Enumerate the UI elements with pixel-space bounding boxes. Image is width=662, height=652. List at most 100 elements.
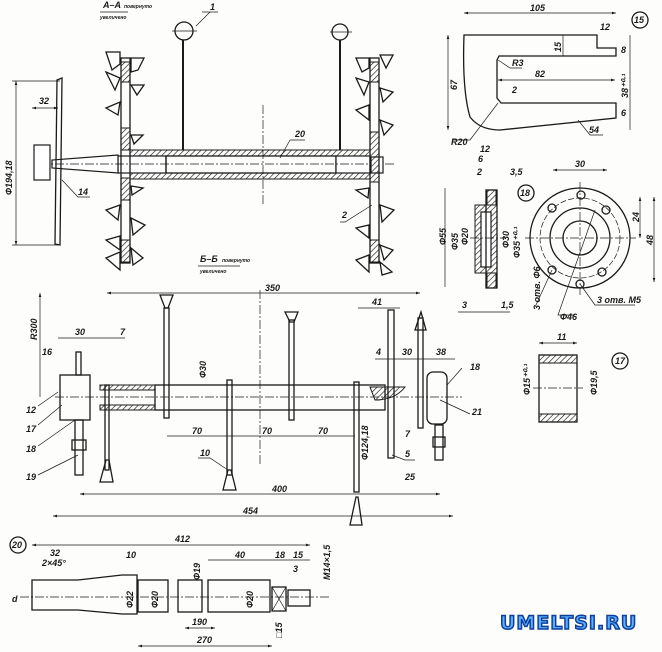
dim-30-right: 30	[402, 347, 412, 357]
dim-24: 24	[631, 212, 641, 223]
dim-12: 12	[600, 22, 610, 32]
drawing-line	[538, 413, 578, 423]
dim-dia-19-5: Ф19,5	[589, 369, 599, 395]
part-17-number: 17	[615, 356, 626, 366]
dim-thread: М14×1,5	[322, 544, 332, 580]
drawing-line	[354, 54, 396, 276]
drawing-line	[120, 239, 131, 263]
section-bb-note2: увеличено	[199, 269, 226, 275]
drawing-line	[353, 381, 360, 493]
dim-32: 32	[39, 96, 49, 106]
section-aa-title: А–А	[102, 0, 121, 10]
drawing-line	[517, 184, 535, 202]
drawing-line	[163, 307, 170, 419]
dim-350: 350	[265, 283, 280, 293]
dim-4: 4	[375, 347, 381, 357]
part-15-number: 15	[634, 15, 645, 25]
dim-2: 2	[511, 85, 517, 95]
callout-10: 10	[200, 448, 210, 458]
callout-17: 17	[26, 424, 37, 434]
drawing-line	[575, 279, 585, 289]
dim-54: 54	[589, 125, 599, 135]
drawing-line	[579, 283, 635, 306]
drawing-line	[222, 469, 237, 491]
dim-18: 18	[275, 550, 285, 560]
dim-7-left: 7	[120, 327, 126, 337]
dim-32: 32	[50, 548, 60, 558]
part-18-number: 18	[520, 188, 530, 198]
cutter-blades	[99, 294, 427, 526]
dim-dia-30: Ф30	[501, 231, 511, 248]
callout-2: 2	[341, 210, 347, 220]
drawing-line	[71, 439, 87, 451]
drawing-line	[159, 294, 174, 309]
drawing-line	[198, 457, 229, 471]
drawing-line	[75, 351, 82, 376]
dim-38: 38	[436, 347, 446, 357]
tube-wall-top	[129, 149, 371, 157]
callout-18-right: 18	[470, 362, 480, 372]
dim-25: 25	[404, 472, 416, 482]
part-15-outline	[462, 34, 617, 131]
dim-48: 48	[645, 235, 655, 246]
pulley	[426, 371, 448, 425]
section-bb-title: Б–Б	[200, 254, 218, 264]
dim-454: 454	[242, 506, 258, 516]
dim-dia-20: Ф20	[460, 228, 470, 245]
dim-dia-124: Ф124,18	[360, 425, 370, 460]
callout-1: 1	[210, 2, 215, 12]
drawing-line	[137, 579, 169, 613]
callout-18-left: 18	[26, 444, 36, 454]
drawing-line	[439, 399, 471, 415]
callout-14: 14	[78, 187, 88, 197]
drawing-line	[271, 586, 287, 612]
drawing-line	[104, 384, 110, 471]
dim-70-2: 70	[262, 426, 272, 436]
holes-m5-label: 3 отв. М5	[597, 295, 642, 305]
dim-dia-20-a: Ф20	[150, 591, 160, 608]
drawing-line	[535, 269, 553, 306]
dim-38: 38⁺⁰·¹	[620, 74, 630, 98]
top-view: А–А повернуто увеличено	[4, 0, 396, 276]
drawing-line	[279, 139, 305, 159]
drawing-line	[207, 579, 271, 613]
dim-3-5: 3,5	[510, 167, 524, 177]
drawing-line	[104, 51, 147, 272]
handle-ring-right	[330, 23, 352, 150]
dim-40: 40	[234, 550, 245, 560]
dim-15: 15	[293, 550, 304, 560]
part-18-detail: 18 12 6 2 3,5 Ф55 Ф35 Ф20 Ф30 Ф35⁺⁰·¹ 3 …	[438, 144, 656, 322]
main-shaft	[154, 384, 386, 411]
dim-dia-46: Ф46	[560, 312, 578, 322]
callout-16: 16	[42, 347, 53, 357]
dim-12: 12	[480, 144, 490, 154]
drawing-line	[120, 57, 131, 264]
dim-dia-20-b: Ф20	[245, 591, 255, 608]
drawing-line	[369, 61, 380, 83]
dim-41: 41	[371, 297, 382, 307]
part-20-detail: 20 412 32 2×45° 10 40 18 15 3 М14×1,5 d …	[9, 534, 332, 648]
drawing-line	[61, 179, 90, 198]
drawing-line	[547, 203, 557, 213]
dim-190: 190	[192, 617, 207, 627]
drawing-line	[120, 127, 131, 151]
drawing-line	[9, 536, 27, 554]
section-aa-note: повернуто	[124, 4, 152, 10]
drawing-line	[601, 205, 611, 215]
drawing-line	[99, 384, 156, 391]
part-20-number: 20	[11, 540, 22, 550]
dim-dia-22: Ф22	[125, 591, 135, 608]
drawing-line	[288, 319, 295, 421]
dim-10: 10	[126, 550, 136, 560]
drawing-line	[611, 352, 629, 370]
drawing-line	[369, 239, 380, 263]
drawing-line	[631, 11, 649, 29]
drawing-line	[369, 131, 380, 183]
drawing-line	[446, 367, 463, 386]
drawing-line	[434, 424, 444, 461]
dim-r300: R300	[29, 318, 39, 340]
left-wheel-blades	[104, 51, 147, 272]
drawing-line	[165, 155, 337, 174]
drawing-line	[271, 586, 287, 612]
